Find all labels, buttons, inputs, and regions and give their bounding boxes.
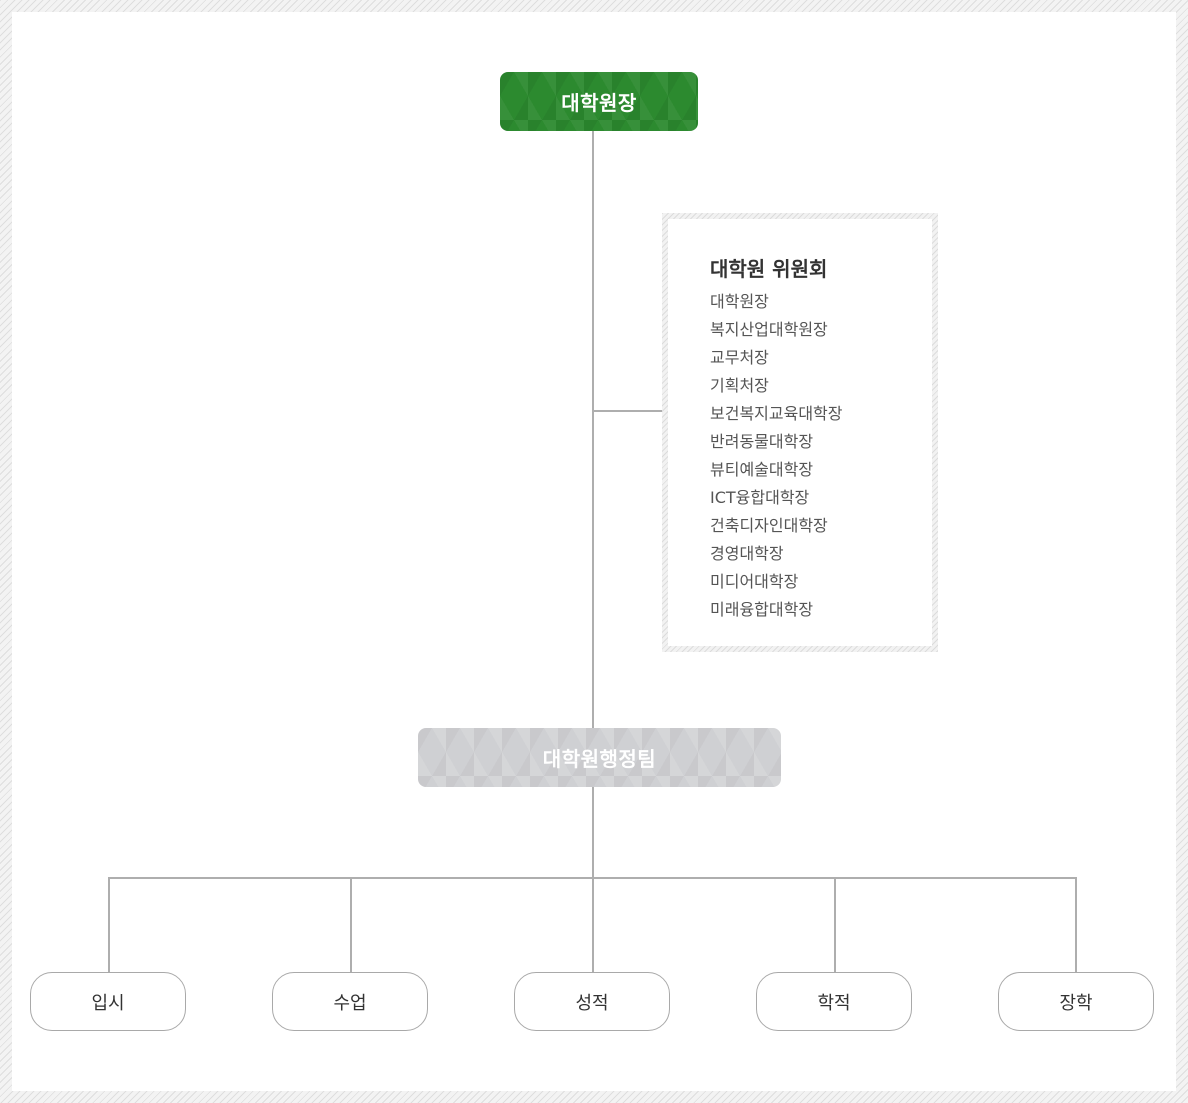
committee-member: 반려동물대학장 [710, 432, 814, 451]
connector-unit-3 [592, 877, 594, 972]
unit-admissions: 입시 [30, 972, 186, 1031]
committee-box: 대학원 위원회 대학원장 복지산업대학원장 교무처장 기획처장 보건복지교육대학… [662, 213, 938, 652]
graduate-dean-node: 대학원장 [500, 72, 698, 131]
unit-academic-records: 학적 [756, 972, 912, 1031]
admin-team-node: 대학원행정팀 [418, 728, 781, 787]
committee-member-list: 대학원장 복지산업대학원장 교무처장 기획처장 보건복지교육대학장 반려동물대학… [710, 291, 842, 627]
connector-unit-2 [350, 877, 352, 972]
committee-member: ICT융합대학장 [710, 488, 810, 507]
connector-unit-1 [108, 877, 110, 972]
committee-member: 미디어대학장 [710, 572, 799, 591]
committee-member: 경영대학장 [710, 544, 784, 563]
committee-member: 대학원장 [710, 292, 769, 311]
unit-label: 입시 [91, 992, 125, 1014]
org-chart-frame: 대학원장 대학원 위원회 대학원장 복지산업대학원장 교무처장 기획처장 보건복… [12, 12, 1176, 1091]
unit-grades: 성적 [514, 972, 670, 1031]
unit-classes: 수업 [272, 972, 428, 1031]
committee-member: 기획처장 [710, 376, 769, 395]
committee-title: 대학원 위원회 [710, 257, 828, 281]
unit-label: 수업 [333, 992, 367, 1014]
connector-to-committee [592, 410, 662, 412]
committee-member: 건축디자인대학장 [710, 516, 828, 535]
unit-scholarships: 장학 [998, 972, 1154, 1031]
graduate-dean-label: 대학원장 [561, 91, 637, 115]
committee-member: 미래융합대학장 [710, 600, 814, 619]
unit-label: 성적 [575, 992, 609, 1014]
connector-head-to-admin [592, 131, 594, 728]
connector-unit-4 [834, 877, 836, 972]
committee-member: 복지산업대학원장 [710, 320, 828, 339]
connector-unit-5 [1075, 877, 1077, 972]
committee-member: 교무처장 [710, 348, 769, 367]
admin-team-label: 대학원행정팀 [542, 747, 657, 771]
committee-member: 보건복지교육대학장 [710, 404, 843, 423]
unit-label: 장학 [1059, 992, 1093, 1014]
committee-member: 뷰티예술대학장 [710, 460, 814, 479]
unit-label: 학적 [817, 992, 851, 1014]
connector-admin-to-branch [592, 787, 594, 878]
committee-box-inner: 대학원 위원회 대학원장 복지산업대학원장 교무처장 기획처장 보건복지교육대학… [668, 219, 932, 646]
